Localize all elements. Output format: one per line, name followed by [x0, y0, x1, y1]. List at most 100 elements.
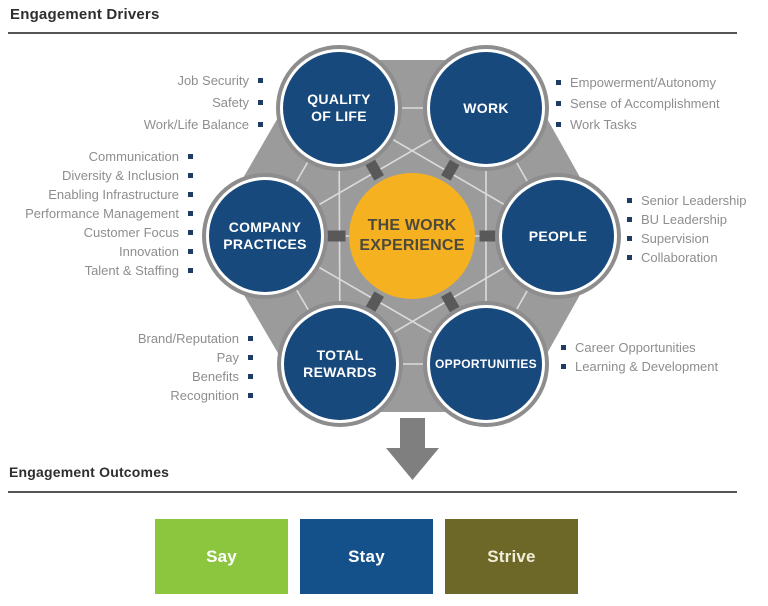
- driver-list-item: Empowerment/Autonomy: [556, 72, 720, 93]
- driver-list-item-label: Brand/Reputation: [137, 331, 239, 346]
- drivers-section-title: Engagement Drivers: [10, 6, 160, 23]
- driver-list-item-label: Performance Management: [25, 206, 179, 221]
- driver-list-item: Sense of Accomplishment: [556, 93, 720, 114]
- driver-list-item-label: Talent & Staffing: [84, 263, 179, 278]
- outcomes-divider-line: [8, 491, 737, 493]
- driver-list-item-label: Pay: [216, 350, 239, 365]
- driver-list-item-label: Recognition: [170, 388, 239, 403]
- bullet-square-icon: [248, 355, 253, 360]
- driver-list-item: Enabling Infrastructure: [25, 185, 193, 204]
- driver-list-item: Work Tasks: [556, 114, 720, 135]
- driver-circle-quality-of-life: QUALITY OF LIFE: [283, 52, 395, 164]
- bullet-square-icon: [188, 268, 193, 273]
- driver-list-item: Customer Focus: [25, 223, 193, 242]
- driver-list-item: Recognition: [138, 386, 253, 405]
- circle-label: WORK: [463, 99, 509, 116]
- bullet-square-icon: [627, 217, 632, 222]
- driver-list-item-label: Enabling Infrastructure: [48, 187, 179, 202]
- driver-list-item-label: Work Tasks: [570, 117, 637, 132]
- circle-label: OF LIFE: [311, 108, 367, 124]
- driver-list-item-label: Empowerment/Autonomy: [570, 75, 716, 90]
- bullet-square-icon: [188, 211, 193, 216]
- bullet-square-icon: [248, 336, 253, 341]
- bullet-square-icon: [188, 154, 193, 159]
- driver-list-item-label: Communication: [88, 149, 179, 164]
- driver-list-item-label: Senior Leadership: [641, 193, 747, 208]
- driver-circle-people: PEOPLE: [502, 180, 614, 292]
- bullet-square-icon: [258, 77, 263, 83]
- driver-list-item: Performance Management: [25, 204, 193, 223]
- driver-list-item: BU Leadership: [627, 210, 747, 229]
- driver-list-item: Pay: [138, 348, 253, 367]
- circle-label: REWARDS: [303, 364, 377, 380]
- driver-list-item: Diversity & Inclusion: [25, 166, 193, 185]
- bullet-square-icon: [188, 230, 193, 235]
- bullet-square-icon: [627, 198, 632, 203]
- circle-label: PEOPLE: [528, 227, 588, 244]
- driver-list-item-label: BU Leadership: [641, 212, 727, 227]
- driver-list-item: Career Opportunities: [561, 338, 718, 357]
- driver-list-item: Brand/Reputation: [138, 329, 253, 348]
- bullet-square-icon: [258, 99, 263, 105]
- outcome-box-strive: Strive: [445, 519, 578, 594]
- outcome-box-stay: Stay: [300, 519, 433, 594]
- down-arrow-icon: [386, 418, 439, 480]
- driver-list-item: Senior Leadership: [627, 191, 747, 210]
- driver-list-item-label: Collaboration: [641, 250, 718, 265]
- driver-list-item-label: Job Security: [177, 72, 249, 88]
- circle-label: COMPANY: [228, 219, 302, 236]
- driver-list-item: Communication: [25, 147, 193, 166]
- bullet-square-icon: [248, 393, 253, 398]
- bullet-square-icon: [556, 101, 561, 106]
- circle-label: PRACTICES: [223, 236, 307, 252]
- outcomes-section-title: Engagement Outcomes: [9, 464, 170, 480]
- driver-list-item-label: Sense of Accomplishment: [570, 96, 720, 111]
- driver-circle-total-rewards: TOTAL REWARDS: [284, 308, 396, 420]
- outcome-box-say: Say: [155, 519, 288, 594]
- driver-list-item-label: Diversity & Inclusion: [61, 168, 179, 183]
- hub-label: THE WORK: [367, 217, 457, 234]
- drivers-divider-line: [8, 32, 737, 34]
- driver-list-item: Safety: [144, 91, 263, 113]
- driver-list-item-label: Supervision: [641, 231, 709, 246]
- circle-label: TOTAL: [316, 347, 364, 364]
- bullet-square-icon: [248, 374, 253, 379]
- bullet-square-icon: [188, 192, 193, 197]
- bullet-square-icon: [627, 236, 632, 241]
- bullet-square-icon: [188, 249, 193, 254]
- driver-list-item: Job Security: [144, 69, 263, 91]
- driver-list-item-label: Innovation: [119, 244, 179, 259]
- driver-circle-work: WORK: [430, 52, 542, 164]
- bullet-square-icon: [556, 80, 561, 85]
- driver-list-item: Benefits: [138, 367, 253, 386]
- bullet-square-icon: [627, 255, 632, 260]
- driver-list-item-label: Learning & Development: [575, 359, 719, 374]
- driver-list-item-label: Career Opportunities: [575, 340, 696, 355]
- bullet-square-icon: [556, 122, 561, 127]
- driver-circle-opportunities: OPPORTUNITIES: [430, 308, 542, 420]
- bullet-square-icon: [188, 173, 193, 178]
- driver-list-item-label: Customer Focus: [83, 225, 179, 240]
- hub-label: EXPERIENCE: [359, 237, 465, 254]
- driver-list-item: Collaboration: [627, 248, 747, 267]
- driver-list-item: Talent & Staffing: [25, 261, 193, 280]
- bullet-square-icon: [561, 345, 566, 350]
- driver-list-item: Supervision: [627, 229, 747, 248]
- bullet-square-icon: [258, 121, 263, 127]
- driver-list-item: Work/Life Balance: [144, 113, 263, 135]
- driver-circle-company-practices: COMPANY PRACTICES: [209, 180, 321, 292]
- driver-list-item: Learning & Development: [561, 357, 718, 376]
- driver-list-item-label: Work/Life Balance: [143, 116, 249, 132]
- driver-list-item-label: Safety: [212, 94, 249, 110]
- circle-label: OPPORTUNITIES: [435, 356, 537, 371]
- circle-label: QUALITY: [307, 91, 371, 108]
- driver-list-item-label: Benefits: [192, 369, 239, 384]
- bullet-square-icon: [561, 364, 566, 369]
